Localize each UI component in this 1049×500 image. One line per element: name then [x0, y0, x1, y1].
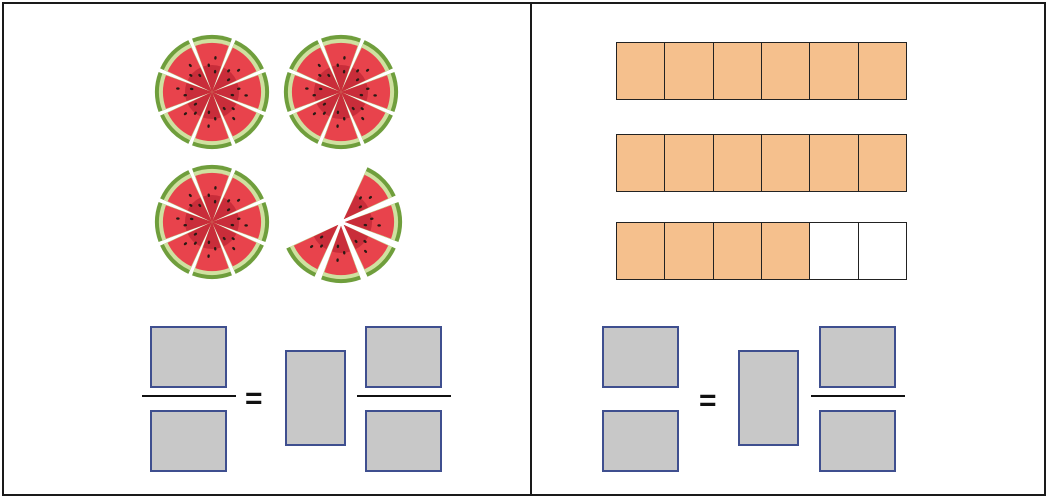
unshaded-part — [859, 223, 906, 279]
shaded-part — [714, 223, 762, 279]
watermelon — [284, 35, 398, 149]
fraction-strip — [616, 222, 907, 280]
mixed-fraction-denominator-box[interactable] — [365, 410, 442, 472]
equals-sign: = — [699, 386, 717, 416]
shaded-part — [810, 43, 858, 99]
shaded-part — [762, 223, 810, 279]
shaded-part — [617, 135, 665, 191]
improper-fraction-numerator-box[interactable] — [602, 326, 679, 388]
mixed-fraction-denominator-box[interactable] — [819, 410, 896, 472]
watermelon-illustration — [4, 4, 530, 304]
shaded-part — [665, 43, 713, 99]
shaded-part — [617, 223, 665, 279]
fraction-strip — [616, 134, 907, 192]
shaded-part — [665, 135, 713, 191]
shaded-part — [665, 223, 713, 279]
shaded-part — [714, 135, 762, 191]
shaded-part — [714, 43, 762, 99]
fraction-bar — [357, 395, 451, 397]
whole-number-box[interactable] — [738, 350, 799, 446]
watermelon — [286, 167, 402, 283]
mixed-fraction-numerator-box[interactable] — [819, 326, 896, 388]
whole-number-box[interactable] — [285, 350, 346, 446]
shaded-part — [762, 135, 810, 191]
shaded-part — [859, 135, 906, 191]
fraction-bar — [142, 395, 236, 397]
shaded-part — [762, 43, 810, 99]
improper-fraction-denominator-box[interactable] — [150, 410, 227, 472]
watermelon — [155, 165, 269, 279]
improper-fraction-denominator-box[interactable] — [602, 410, 679, 472]
improper-fraction-numerator-box[interactable] — [150, 326, 227, 388]
shaded-part — [859, 43, 906, 99]
watermelon — [155, 35, 269, 149]
equals-sign: = — [245, 384, 263, 414]
mixed-fraction-numerator-box[interactable] — [365, 326, 442, 388]
shaded-part — [617, 43, 665, 99]
shaded-part — [810, 135, 858, 191]
fraction-strip — [616, 42, 907, 100]
bar-model-panel: = — [530, 2, 1046, 496]
fraction-bar — [811, 395, 905, 397]
watermelon-panel: = — [2, 2, 532, 496]
unshaded-part — [810, 223, 858, 279]
